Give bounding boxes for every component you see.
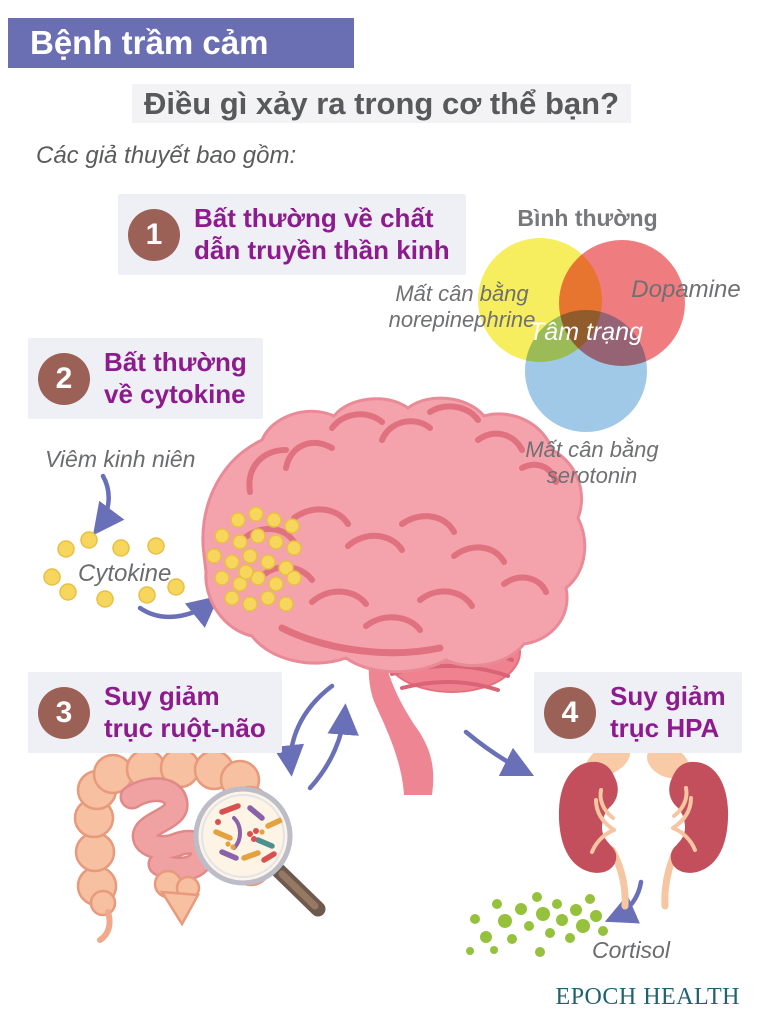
venn-label-mood: Tâm trạng — [529, 318, 643, 346]
hypothesis-4-line-1: Suy giảm — [610, 681, 726, 711]
hypothesis-1-line-2: dẫn truyền thần kinh — [194, 234, 450, 265]
venn-label-norepinephrine: Mất cân bằng norepinephrine — [388, 281, 536, 333]
page-title: Điều gì xảy ra trong cơ thể bạn? — [0, 84, 763, 123]
hypothesis-1-number: 1 — [128, 208, 180, 261]
venn-circle-serotonin — [525, 310, 647, 432]
arrow-inflammation-to-cytokine — [92, 473, 125, 536]
venn-label-serotonin-line-1: Mất cân bằng — [525, 437, 659, 462]
kidney-vessels — [590, 786, 697, 854]
hypothesis-1-line-1: Bất thường về chất — [194, 203, 434, 233]
hypothesis-2-line-2: về cytokine — [104, 378, 246, 409]
hypothesis-4-line-2: trục HPA — [610, 712, 720, 743]
hypothesis-3-label: Suy giảm trục ruột-não — [104, 681, 266, 744]
hypothesis-4-card: 4 Suy giảm trục HPA — [534, 672, 742, 754]
kidneys-adrenal-illustration — [558, 743, 729, 910]
venn-label-serotonin: Mất cân bằng serotonin — [518, 437, 666, 489]
arrow-cytokine-to-brain — [137, 595, 220, 628]
hypothesis-3-card: 3 Suy giảm trục ruột-não — [28, 672, 282, 754]
arrow-brain-to-gut — [272, 683, 335, 777]
hypothesis-3-number: 3 — [38, 686, 90, 739]
banner-title: Bệnh trầm cảm — [8, 18, 354, 68]
cortisol-label: Cortisol — [592, 937, 670, 963]
hypothesis-1-card: 1 Bất thường về chất dẫn truyền thần kin… — [118, 194, 466, 276]
hypothesis-2-number: 2 — [38, 352, 90, 405]
brand-logo: EPOCH HEALTH — [555, 984, 740, 1010]
brain-cytokine-dots — [206, 506, 302, 612]
magnifying-glass-icon — [193, 786, 326, 917]
arrow-kidneys-to-cortisol — [604, 879, 644, 924]
venn-label-serotonin-line-2: serotonin — [546, 462, 638, 488]
venn-label-norepinephrine-line-1: Mất cân bằng — [395, 281, 529, 306]
gut-microbes — [213, 803, 284, 863]
venn-title: Bình thường — [517, 205, 658, 231]
venn-label-norepinephrine-line-2: norepinephrine — [388, 306, 536, 332]
hypothesis-3-line-1: Suy giảm — [104, 681, 220, 711]
brain-illustration — [201, 396, 587, 795]
arrow-gut-to-brain — [307, 703, 359, 791]
hypothesis-4-number: 4 — [544, 686, 596, 739]
arrow-brain-to-kidneys — [463, 729, 535, 777]
cytokine-dots — [43, 531, 185, 608]
hypothesis-2-card: 2 Bất thường về cytokine — [28, 338, 263, 420]
hypothesis-4-label: Suy giảm trục HPA — [610, 681, 726, 744]
venn-label-dopamine: Dopamine — [631, 276, 741, 303]
hypothesis-1-label: Bất thường về chất dẫn truyền thần kinh — [194, 203, 450, 266]
hypothesis-3-line-2: trục ruột-não — [104, 712, 266, 743]
chronic-inflammation-label: Viêm kinh niên — [45, 446, 196, 472]
page-subtitle: Các giả thuyết bao gồm: — [36, 142, 297, 169]
hypothesis-2-line-1: Bất thường — [104, 347, 247, 377]
hypothesis-2-label: Bất thường về cytokine — [104, 347, 247, 410]
cytokine-label: Cytokine — [78, 560, 172, 587]
cortisol-dots — [466, 892, 608, 957]
